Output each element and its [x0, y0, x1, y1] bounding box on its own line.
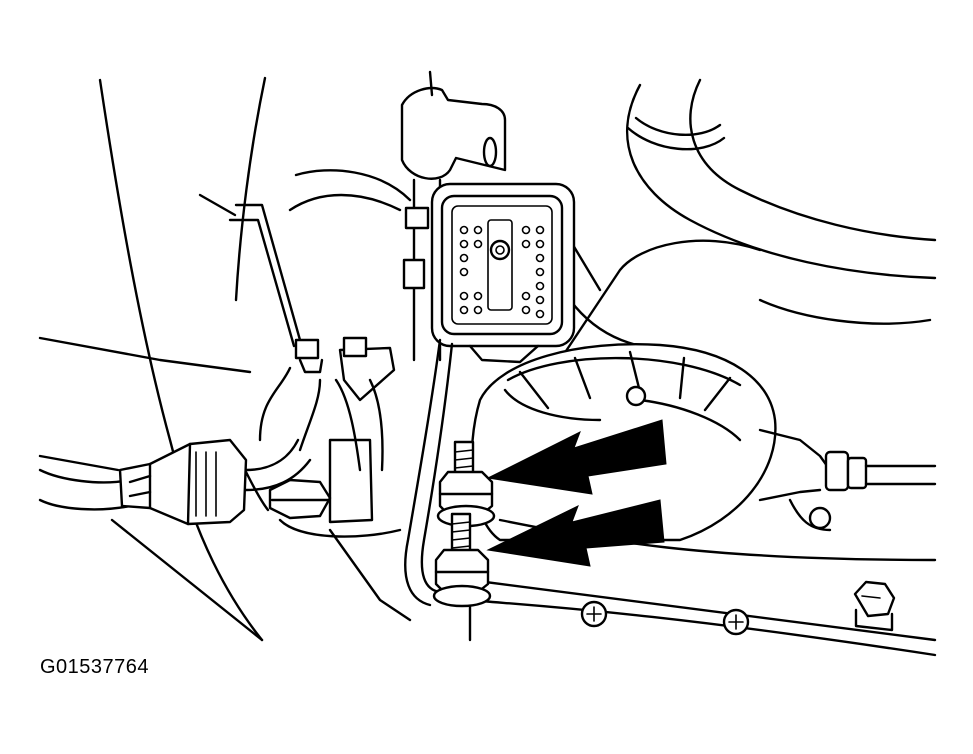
wiring-plug — [38, 438, 312, 526]
indicator-arrows — [486, 419, 667, 567]
mounting-bracket — [400, 70, 507, 362]
figure-code: G01537764 — [40, 656, 150, 678]
screw-1 — [580, 600, 608, 628]
electrical-connector — [430, 182, 576, 364]
left-assembly — [228, 169, 412, 622]
background-structure — [38, 76, 932, 642]
arrow-icon — [486, 419, 667, 495]
wire-harness — [404, 338, 454, 607]
connector-pins — [459, 225, 545, 319]
coolant-hose — [558, 78, 937, 362]
lower-housing — [468, 518, 937, 657]
stud-lower — [432, 512, 492, 608]
arrow-icon — [486, 499, 665, 567]
bolt-right — [853, 580, 896, 632]
screw-2 — [722, 608, 750, 636]
pump-assembly — [470, 343, 937, 542]
